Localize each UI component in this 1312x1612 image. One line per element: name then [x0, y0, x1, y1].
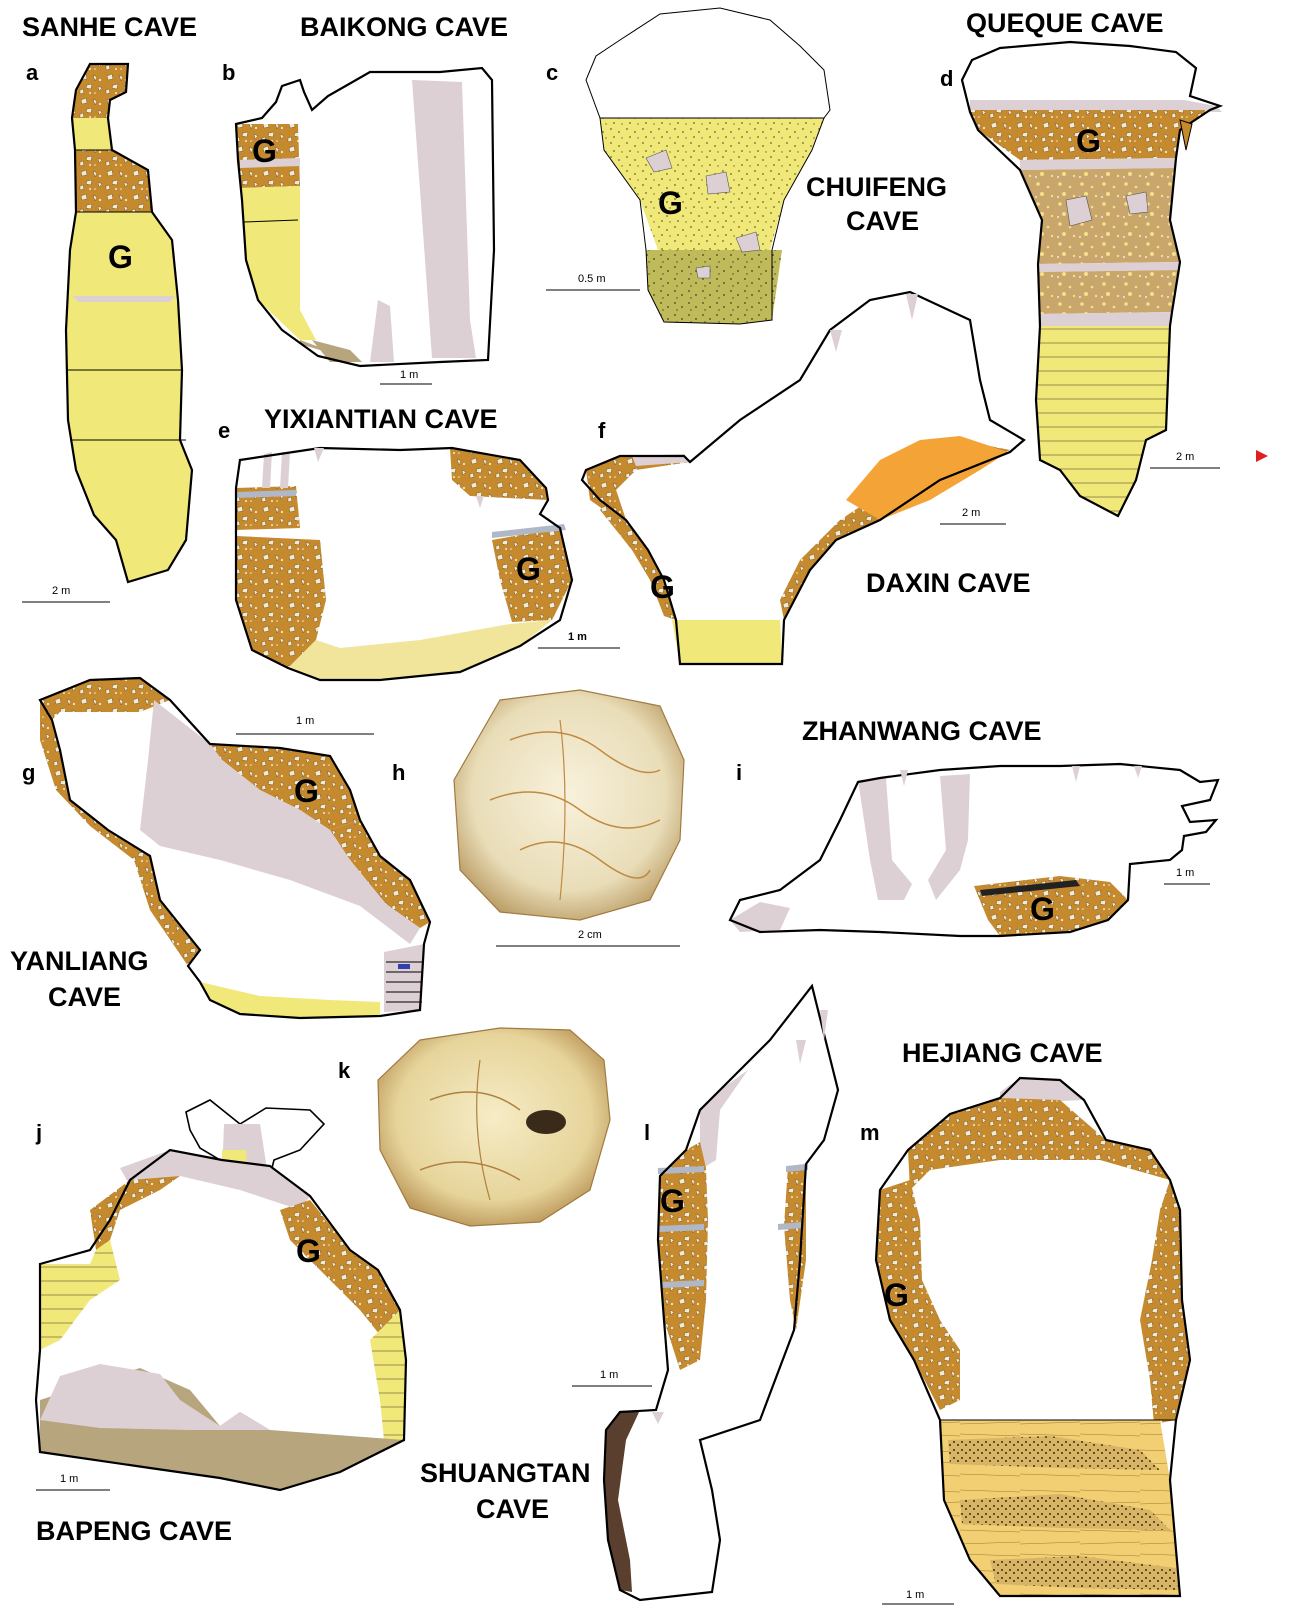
breccia-layer [586, 456, 690, 540]
cave-title-yanliang-line2: CAVE [48, 982, 121, 1012]
g-layer-label: G [516, 551, 541, 587]
g-layer-label: G [108, 239, 133, 275]
panel-m-hejiang-cave: HEJIANG CAVE m G 1 m [860, 1038, 1190, 1604]
panel-label-j: j [35, 1120, 42, 1145]
panel-c-chuifeng-cave: c G CHUIFENG CAVE 0.5 m [546, 8, 947, 324]
cave-title-sanhe: SANHE CAVE [22, 12, 197, 42]
cave-title-bapeng: BAPENG CAVE [36, 1516, 232, 1546]
panel-a-sanhe-cave: SANHE CAVE a G 2 m [22, 12, 197, 602]
scale-label: 1 m [60, 1473, 78, 1485]
stalagmite [858, 778, 912, 900]
tooth-photo [378, 1028, 610, 1226]
panel-label-f: f [598, 418, 606, 443]
panel-label-d: d [940, 66, 953, 91]
laminated-sediment-layer [1036, 326, 1170, 516]
cave-title-baikong: BAIKONG CAVE [300, 12, 508, 42]
g-layer-label: G [660, 1183, 685, 1219]
speleothem-flowstone [140, 700, 420, 944]
speleothem-crust [73, 296, 175, 302]
scale-label: 1 m [568, 631, 587, 643]
panel-k-tooth: k [338, 1028, 610, 1226]
panel-label-a: a [26, 60, 39, 85]
yellow-sediment-layer [72, 118, 112, 150]
g-layer-label: G [296, 1233, 321, 1269]
g-layer-label: G [252, 133, 277, 169]
panel-i-zhanwang-cave: ZHANWANG CAVE i G 1 m [730, 716, 1218, 936]
laminated-sediment-layer [40, 1240, 120, 1350]
cave-title-hejiang: HEJIANG CAVE [902, 1038, 1103, 1068]
scale-label: 1 m [400, 369, 418, 381]
panel-label-e: e [218, 418, 230, 443]
g-layer-label: G [294, 773, 319, 809]
panel-d-queque-cave: QUEQUE CAVE d G 2 m [940, 8, 1268, 516]
panel-label-h: h [392, 760, 405, 785]
yellow-sediment-layer [200, 982, 380, 1018]
g-layer-label: G [1030, 891, 1055, 927]
cave-title-queque: QUEQUE CAVE [966, 8, 1164, 38]
scale-label: 1 m [1176, 867, 1194, 879]
panel-label-g: g [22, 760, 35, 785]
panel-f-daxin-cave: f G DAXIN CAVE 2 m [582, 292, 1031, 664]
red-arrow-marker [1256, 450, 1268, 462]
panel-label-i: i [736, 760, 742, 785]
panel-b-baikong-cave: BAIKONG CAVE b G 1 m [222, 12, 508, 384]
scale-label: 2 cm [578, 929, 602, 941]
scale-label: 2 m [52, 585, 70, 597]
panel-label-l: l [644, 1120, 650, 1145]
breccia-layer [75, 150, 152, 212]
breccia-layer [90, 1176, 180, 1250]
cave-title-shuangtan-line2: CAVE [476, 1494, 549, 1524]
panel-j-bapeng-cave: j G 1 m BAPENG CAVE [35, 1100, 406, 1546]
cave-outline [730, 764, 1218, 936]
cave-title-shuangtan-line1: SHUANGTAN [420, 1458, 591, 1488]
olive-silt-layer [646, 250, 782, 324]
scale-label: 1 m [906, 1589, 924, 1601]
cave-title-zhanwang: ZHANWANG CAVE [802, 716, 1042, 746]
tooth-photo [454, 690, 684, 920]
panel-label-b: b [222, 60, 235, 85]
g-layer-label: G [1076, 123, 1101, 159]
cave-title-daxin: DAXIN CAVE [866, 568, 1031, 598]
orange-sediment-layer [846, 436, 1008, 520]
blue-marker [398, 964, 410, 969]
panel-label-c: c [546, 60, 558, 85]
breccia-layer [908, 1098, 1170, 1190]
panel-label-m: m [860, 1120, 880, 1145]
yellow-sediment-layer [672, 620, 782, 664]
scale-label: 1 m [296, 715, 314, 727]
panel-label-k: k [338, 1058, 351, 1083]
cave-title-chuifeng-line1: CHUIFENG [806, 172, 947, 202]
g-layer-label: G [884, 1277, 909, 1313]
cave-title-yanliang-line1: YANLIANG [10, 946, 149, 976]
panel-e-yixiantian-cave: YIXIANTIAN CAVE e G 1 m [218, 404, 620, 680]
g-layer-label: G [658, 185, 683, 221]
panel-h-tooth: h 2 cm [392, 690, 684, 946]
cave-title-chuifeng-line2: CAVE [846, 206, 919, 236]
scale-label: 1 m [600, 1369, 618, 1381]
g-layer-label: G [650, 569, 675, 605]
flowstone-column [928, 774, 970, 900]
scale-label: 0.5 m [578, 273, 606, 285]
tan-gravel-layer [1020, 168, 1180, 264]
breccia-layer [72, 64, 128, 118]
cave-outline [604, 986, 838, 1600]
scale-label: 2 m [962, 507, 980, 519]
cave-title-yixiantian: YIXIANTIAN CAVE [264, 404, 498, 434]
dark-sediment-layer [604, 1410, 640, 1592]
panel-g-yanliang-cave: g G YANLIANG CAVE 1 m [10, 678, 430, 1018]
scale-label: 2 m [1176, 451, 1194, 463]
